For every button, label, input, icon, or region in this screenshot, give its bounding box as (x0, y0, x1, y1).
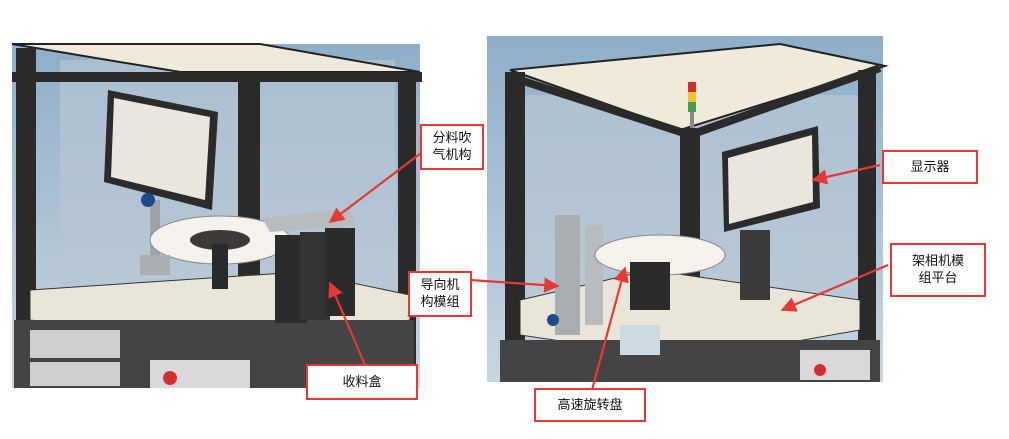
arrow-right-display (811, 163, 881, 185)
label-display: 显示器 (882, 150, 978, 184)
callout-arrows (328, 149, 889, 391)
label-high-speed-turntable: 高速旋转盘 (534, 388, 646, 422)
label-collection-bin: 收料盒 (306, 364, 418, 400)
label-guide-module: 导向机 构模组 (408, 271, 472, 317)
arrow-left-blowing (328, 149, 426, 223)
label-blowing-mechanism: 分料吹 气机构 (420, 124, 484, 170)
arrow-left-bin (328, 281, 370, 373)
right-machine-render (487, 36, 889, 382)
arrow-right-camera (780, 263, 889, 312)
label-camera-platform: 架相机模 组平台 (890, 243, 986, 297)
left-machine-render (11, 43, 422, 388)
arrow-right-turntable (590, 266, 629, 391)
arrow-left-guide (469, 277, 560, 293)
